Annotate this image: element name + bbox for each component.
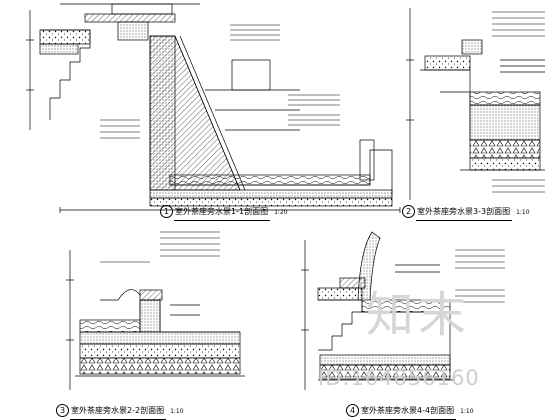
section-1-note-lines [100,24,340,139]
section-2-scale: 1:10 [516,209,530,216]
section-4-number: 4 [346,404,359,417]
section-3-scale: 1:10 [170,408,184,415]
section-1-scale: 1:20 [274,209,288,216]
section-3-drawing [66,250,245,390]
section-1-drawing [26,3,401,213]
section-4-drawing [301,231,455,390]
section-2-drawing [406,8,545,200]
section-1-title-text: 室外茶座旁水景1-1剖面图 [175,207,269,216]
watermark-id: ID:164856160 [318,366,480,390]
section-4-title-text: 室外茶座旁水景4-4剖面图 [361,406,455,415]
section-1-title-underline [174,220,270,221]
section-2-number: 2 [402,205,415,218]
section-4-scale: 1:10 [460,408,474,415]
section-2-title-underline [416,220,512,221]
section-2-title-text: 室外茶座旁水景3-3剖面图 [417,207,511,216]
section-3-number: 3 [56,404,69,417]
watermark-logo: 知末 [366,287,471,343]
section-4-note-lines [455,249,505,303]
section-1-number: 1 [160,205,173,218]
section-2-note-lines [492,11,545,193]
section-3-note-lines [100,231,220,263]
section-3-title-text: 室外茶座旁水景2-2剖面图 [71,406,165,415]
